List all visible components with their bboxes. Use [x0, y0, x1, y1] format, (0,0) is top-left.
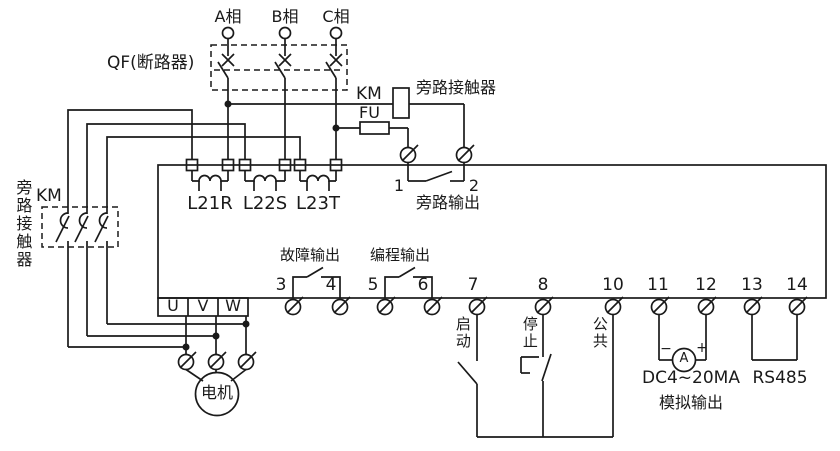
- terminal-6-number: 6: [417, 275, 429, 295]
- stop-label: 停止: [520, 316, 539, 350]
- terminal-w-label: W: [225, 296, 241, 315]
- plus-sign: +: [696, 340, 708, 356]
- terminal-13-number: 13: [741, 275, 763, 295]
- output-terminal-cells: [157, 297, 249, 317]
- common-label: 公共: [590, 316, 609, 350]
- terminal-u-label: U: [167, 296, 179, 315]
- bypass-contactor-top-label: 旁路接触器: [416, 78, 497, 97]
- motor-wiring: [177, 316, 257, 382]
- terminal-4-number: 4: [325, 275, 337, 295]
- bypass-output-terminals: [399, 144, 475, 182]
- km-left-label: KM: [36, 186, 62, 206]
- bypass-contactor-coil-icon: [224, 87, 465, 148]
- ammeter-icon: [658, 314, 707, 373]
- phase-a-label: A相: [214, 7, 242, 26]
- fuse-icon: [332, 121, 409, 148]
- terminal-8-number: 8: [537, 275, 549, 295]
- program-output-label: 编程输出: [369, 246, 431, 264]
- minus-sign: −: [660, 341, 672, 357]
- phase-c-label: C相: [322, 7, 350, 26]
- breaker-label: QF(断路器): [107, 53, 195, 73]
- ammeter-letter: A: [679, 351, 689, 366]
- program-output-contact-icon: [384, 266, 433, 298]
- phase-input-terminals: [221, 26, 343, 56]
- terminal-5-number: 5: [367, 275, 379, 295]
- start-switch-icon: [457, 314, 478, 437]
- terminal-14-number: 14: [786, 275, 808, 295]
- bypass-contactor-contacts-icon: [41, 206, 119, 248]
- fault-output-label: 故障输出: [279, 246, 341, 264]
- bypass-contactor-left-label: 旁路接触器: [13, 179, 33, 269]
- bypass-output-label: 旁路输出: [415, 193, 481, 212]
- soft-starter-box: [157, 164, 827, 299]
- phase-b-label: B相: [271, 7, 299, 26]
- motor-icon: [194, 371, 240, 417]
- bypass-terminal-2-number: 2: [468, 176, 480, 195]
- terminal-10-number: 10: [602, 275, 624, 295]
- ct-label-l23t: L23T: [296, 193, 340, 214]
- fuse-label: FU: [359, 103, 380, 122]
- km-coil-label: KM: [356, 84, 382, 104]
- ct-label-l21r: L21R: [187, 193, 233, 214]
- circuit-breaker-icon: [210, 44, 348, 160]
- stop-button-icon: [520, 314, 552, 437]
- motor-label: 电机: [200, 383, 234, 402]
- terminal-7-number: 7: [467, 275, 479, 295]
- terminal-3-number: 3: [275, 275, 287, 295]
- fault-output-contact-icon: [292, 266, 341, 298]
- terminal-11-number: 11: [647, 275, 669, 295]
- terminal-v-label: V: [197, 296, 209, 315]
- rs485-label: RS485: [752, 368, 808, 388]
- start-label: 启动: [453, 316, 472, 350]
- terminal-12-number: 12: [695, 275, 717, 295]
- bypass-terminal-1-number: 1: [393, 176, 405, 195]
- analog-range-label: DC4~20MA: [642, 368, 740, 388]
- bypass-crossover-wires: [67, 109, 301, 351]
- control-terminals: [284, 296, 808, 316]
- analog-output-label: 模拟输出: [658, 393, 724, 412]
- ct-label-l22s: L22S: [242, 193, 288, 214]
- rs485-loop-wire: [751, 314, 798, 361]
